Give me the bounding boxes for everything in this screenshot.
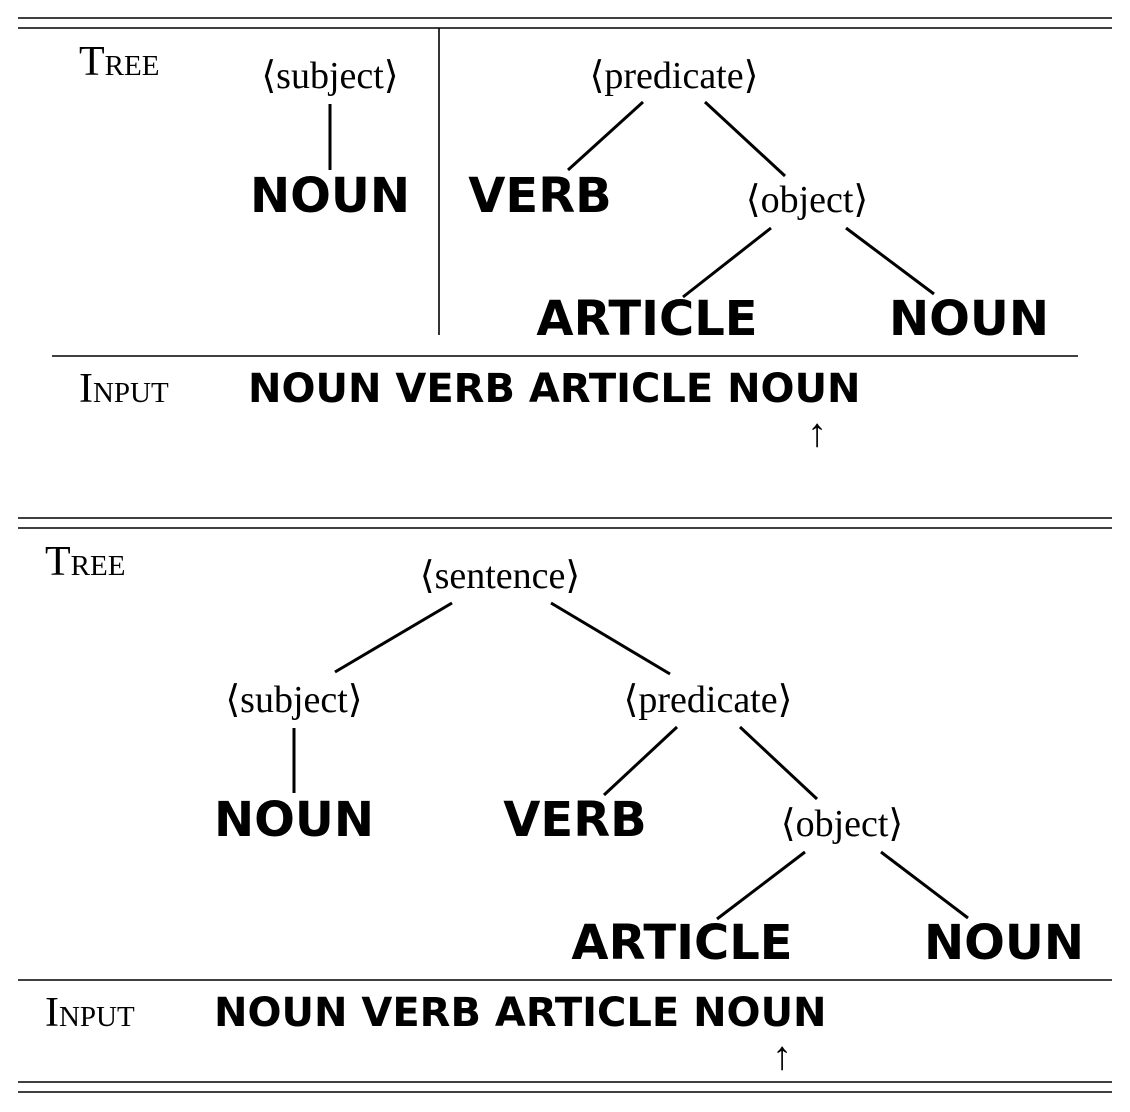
subject-node: ⟨subject⟩ [261,55,398,97]
tree-edge [738,725,819,801]
panel-complete-parse: Tree ⟨sentence⟩ ⟨subject⟩ NOUN ⟨predicat… [18,517,1112,1093]
input-section-label: Input [79,366,169,412]
sentence-node: ⟨sentence⟩ [420,555,580,597]
noun-leaf: NOUN [250,168,410,224]
subject-node: ⟨subject⟩ [225,679,362,721]
article-leaf: ARTICLE [571,915,792,971]
object-node: ⟨object⟩ [781,803,904,845]
tree-edge [716,850,806,921]
verb-leaf: VERB [503,792,646,848]
noun-leaf: NOUN [214,792,374,848]
panel-partial-parse: Tree ⟨subject⟩ NOUN ⟨predicate⟩ VERB ⟨ob… [18,17,1112,455]
object-node: ⟨object⟩ [746,179,869,221]
tree-edge [703,100,787,178]
noun-leaf: NOUN [889,291,1049,347]
tree-edge [334,601,453,674]
tree-edge [880,850,969,920]
input-sequence: NOUN VERB ARTICLE NOUN [248,366,861,412]
input-sequence: NOUN VERB ARTICLE NOUN [214,990,827,1036]
tree-edge [602,725,679,797]
tree-section-label: Tree [79,39,159,85]
tree-edge [845,226,935,296]
tree-edge [550,601,671,676]
tree-edge [566,100,645,172]
noun-leaf: NOUN [924,915,1084,971]
input-pointer-arrow: ↑ [772,1033,792,1078]
verb-leaf: VERB [468,168,611,224]
predicate-node: ⟨predicate⟩ [624,679,793,721]
predicate-node: ⟨predicate⟩ [590,55,759,97]
tree-edge [682,226,772,299]
article-leaf: ARTICLE [536,291,757,347]
input-pointer-arrow: ↑ [807,410,827,455]
input-section-label: Input [45,990,135,1036]
tree-section-label: Tree [45,539,125,585]
